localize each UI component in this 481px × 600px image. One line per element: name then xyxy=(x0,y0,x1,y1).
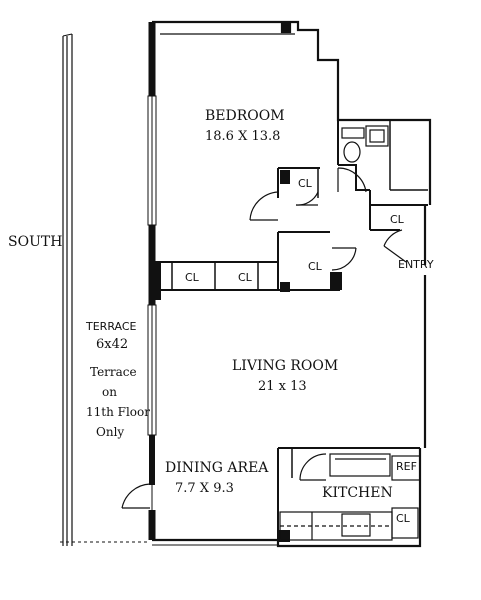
bedroom-label: BEDROOM xyxy=(205,108,285,124)
windows xyxy=(147,95,157,436)
living-room-label: LIVING ROOM xyxy=(232,358,338,374)
bedroom-dimensions: 18.6 X 13.8 xyxy=(205,129,280,144)
terrace-note-line-2: on xyxy=(102,385,117,399)
entry-label: ENTRY xyxy=(398,258,434,271)
living-room-dimensions: 21 x 13 xyxy=(258,379,307,394)
refrigerator-label: REF xyxy=(396,460,417,473)
door-swings xyxy=(121,167,407,509)
columns xyxy=(149,170,342,542)
terrace-note-line-1: Terrace xyxy=(90,365,137,379)
kitchen-label: KITCHEN xyxy=(322,485,393,501)
kitchen-closet-label: CL xyxy=(396,512,411,525)
wall-closet-1-label: CL xyxy=(185,271,200,284)
orientation-label: SOUTH xyxy=(8,234,62,250)
terrace-label: TERRACE xyxy=(85,320,137,333)
kitchen-fixtures xyxy=(279,453,421,541)
terrace-note-line-3: 11th Floor xyxy=(86,405,150,419)
wall-closet-2-label: CL xyxy=(238,271,253,284)
dining-area-label: DINING AREA xyxy=(165,460,269,476)
terrace-area xyxy=(60,33,150,546)
terrace-note-line-4: Only xyxy=(96,425,124,439)
hall-closet-label: CL xyxy=(308,260,323,273)
bedroom-closet-label: CL xyxy=(298,177,313,190)
bathroom-fixtures xyxy=(341,125,389,163)
terrace-dimensions: 6x42 xyxy=(96,337,128,352)
dining-area-dimensions: 7.7 X 9.3 xyxy=(175,481,234,496)
entry-closet-label: CL xyxy=(390,213,405,226)
interior-walls xyxy=(151,120,428,546)
